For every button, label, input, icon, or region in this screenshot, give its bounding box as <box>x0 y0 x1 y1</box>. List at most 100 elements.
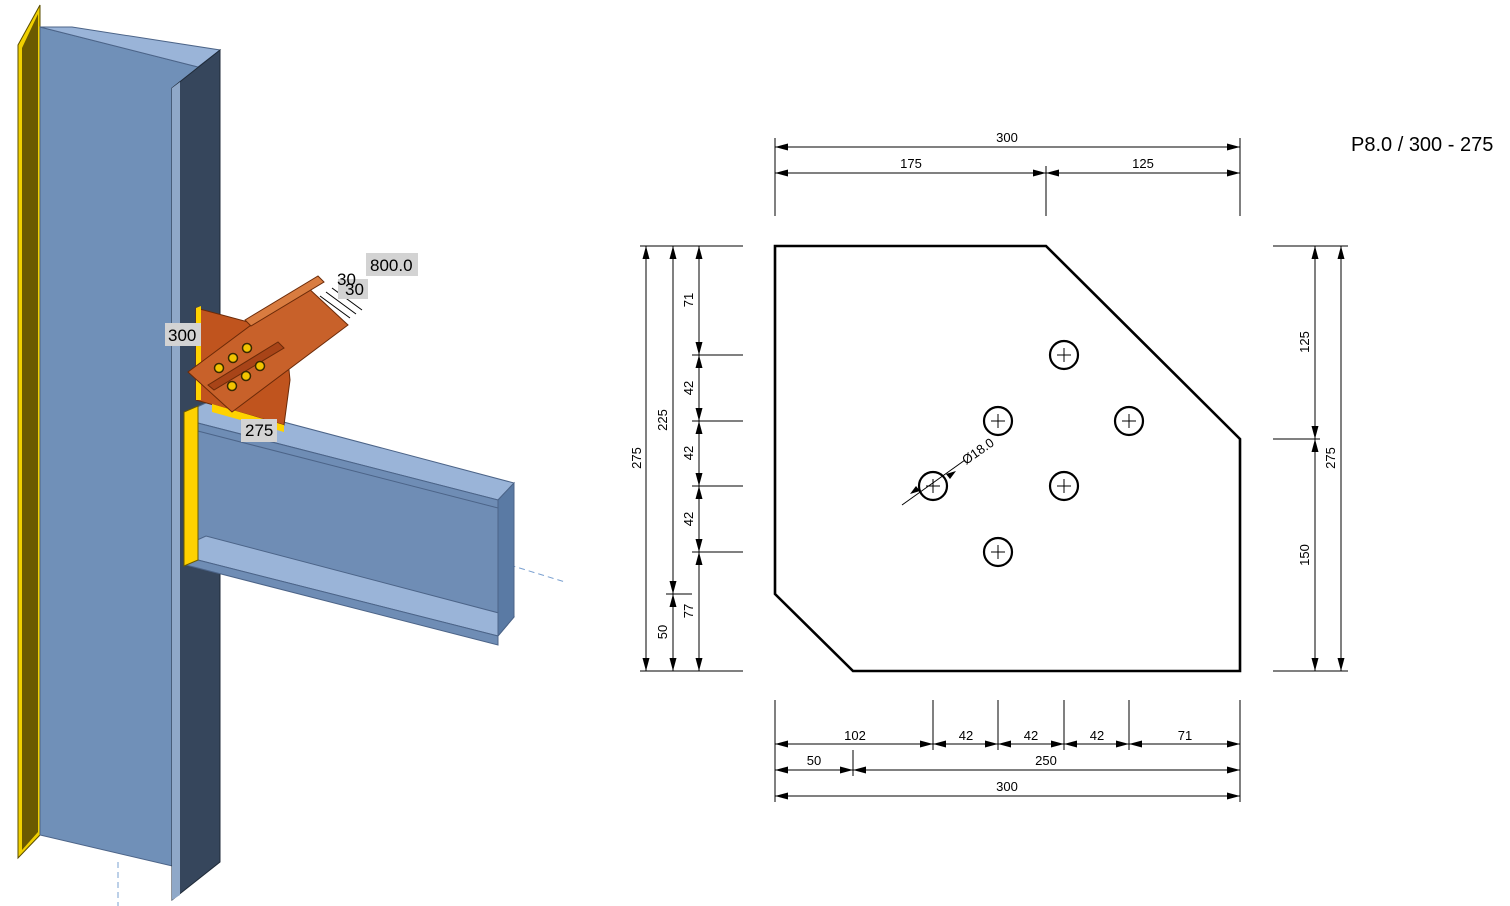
dim-left-overall: 275 <box>629 447 644 469</box>
dim-bottom-overall: 300 <box>996 779 1018 794</box>
beam-end-plate <box>183 405 199 567</box>
dimension-arrow <box>695 342 703 355</box>
bolt-hole <box>1048 470 1080 502</box>
dimension-arrow <box>1046 169 1059 177</box>
hole-diameter-leader <box>901 459 966 506</box>
bolt <box>240 370 252 382</box>
dimension-arrow <box>775 792 788 800</box>
dimension-arrow <box>1227 792 1240 800</box>
dimension-arrow <box>998 740 1011 748</box>
dimension-arrow <box>642 658 650 671</box>
drawing-title: P8.0 / 300 - 275 <box>1351 134 1493 156</box>
dimension-arrow <box>1227 740 1240 748</box>
dim-left-chain-0: 71 <box>681 293 696 307</box>
offset-tag-a: 30 <box>337 270 356 289</box>
dimension-arrow <box>1033 169 1046 177</box>
bolt <box>227 352 239 364</box>
dimension-arrow <box>669 246 677 259</box>
dimension-arrow <box>695 246 703 259</box>
dim-bottom-chain-2: 42 <box>1024 728 1038 743</box>
dim-bottom-chain-1: 42 <box>959 728 973 743</box>
plate-height-tag: 300 <box>168 326 196 345</box>
dimension-arrow <box>1227 169 1240 177</box>
dimension-arrow <box>1227 766 1240 774</box>
dim-left-chain-1: 42 <box>681 381 696 395</box>
dimension-arrow <box>669 594 677 607</box>
plate-width-tag-bg <box>241 419 277 442</box>
bolt-hole <box>982 536 1014 568</box>
brace-flange-lower <box>207 341 285 391</box>
gusset-weld <box>196 306 201 400</box>
dimension-arrow <box>1064 740 1077 748</box>
dim-bottom-remaining: 250 <box>1035 753 1057 768</box>
dimension-arrow <box>920 740 933 748</box>
model-view: 800.0 30 30 300 275 <box>17 4 566 906</box>
dimension-arrow <box>853 766 866 774</box>
bolt <box>241 342 253 354</box>
dim-right-lower: 150 <box>1297 544 1312 566</box>
dimension-arrow <box>695 552 703 565</box>
length-tag-bg <box>366 253 418 276</box>
plate-width-tag: 275 <box>245 421 273 440</box>
dimension-arrow <box>775 143 788 151</box>
plate-drawing: P8.0 / 300 - 275 Ø18.0 300 175 125 275 2… <box>629 130 1493 802</box>
dimension-arrow <box>1227 143 1240 151</box>
dim-right-overall: 275 <box>1323 447 1338 469</box>
bolt-group <box>213 342 266 392</box>
dimension-arrow <box>775 169 788 177</box>
dimension-arrow <box>642 246 650 259</box>
dimension-lines <box>640 138 1348 802</box>
dimension-arrow <box>695 658 703 671</box>
dimension-arrow <box>695 421 703 434</box>
offset-tag-bg <box>338 279 368 299</box>
leader-arrow <box>910 486 920 494</box>
leader-arrow <box>946 471 956 479</box>
dim-top-right: 125 <box>1132 156 1154 171</box>
dim-bottom-chain-3: 42 <box>1090 728 1104 743</box>
dim-left-mid: 225 <box>655 409 670 431</box>
dimension-arrow <box>695 539 703 552</box>
dimension-arrow <box>1311 246 1319 259</box>
dimension-arrow <box>1337 246 1345 259</box>
plate-outline <box>773 244 1242 673</box>
bolt <box>213 362 225 374</box>
plate-height-tag-bg <box>165 323 201 346</box>
dim-bottom-small: 50 <box>807 753 821 768</box>
dim-right-upper: 125 <box>1297 331 1312 353</box>
length-tag: 800.0 <box>370 256 413 275</box>
bolt <box>254 360 266 372</box>
dim-top-left: 175 <box>900 156 922 171</box>
dimension-arrow <box>1311 658 1319 671</box>
dimension-arrow <box>775 740 788 748</box>
bolt <box>226 380 238 392</box>
column-side-edge <box>172 82 180 900</box>
dimension-arrow <box>1311 426 1319 439</box>
dimension-arrow <box>669 658 677 671</box>
dim-left-chain-2: 42 <box>681 446 696 460</box>
column-flange-edge-shade <box>22 14 38 850</box>
dimension-arrow <box>933 740 946 748</box>
dimension-arrow <box>985 740 998 748</box>
dim-top-overall: 300 <box>996 130 1018 145</box>
dimension-arrow <box>695 486 703 499</box>
dimension-arrow <box>1129 740 1142 748</box>
brace-flange <box>244 275 325 327</box>
dim-left-chain-4: 77 <box>681 604 696 618</box>
bolt-hole <box>982 405 1014 437</box>
bolt-hole <box>1048 339 1080 371</box>
bolt-hole <box>917 470 949 502</box>
dimension-arrow <box>695 408 703 421</box>
beam-end-right <box>497 481 515 638</box>
offset-tag-b: 30 <box>345 280 364 299</box>
dimension-arrow <box>1311 439 1319 452</box>
dim-left-chain-3: 42 <box>681 512 696 526</box>
dim-bottom-chain-4: 71 <box>1178 728 1192 743</box>
bolt-hole <box>1113 405 1145 437</box>
dimension-arrow <box>1051 740 1064 748</box>
dimension-arrow <box>1337 658 1345 671</box>
dim-bottom-chain-0: 102 <box>844 728 866 743</box>
dimension-arrow <box>775 766 788 774</box>
dimension-arrow <box>1116 740 1129 748</box>
dimension-arrow <box>840 766 853 774</box>
